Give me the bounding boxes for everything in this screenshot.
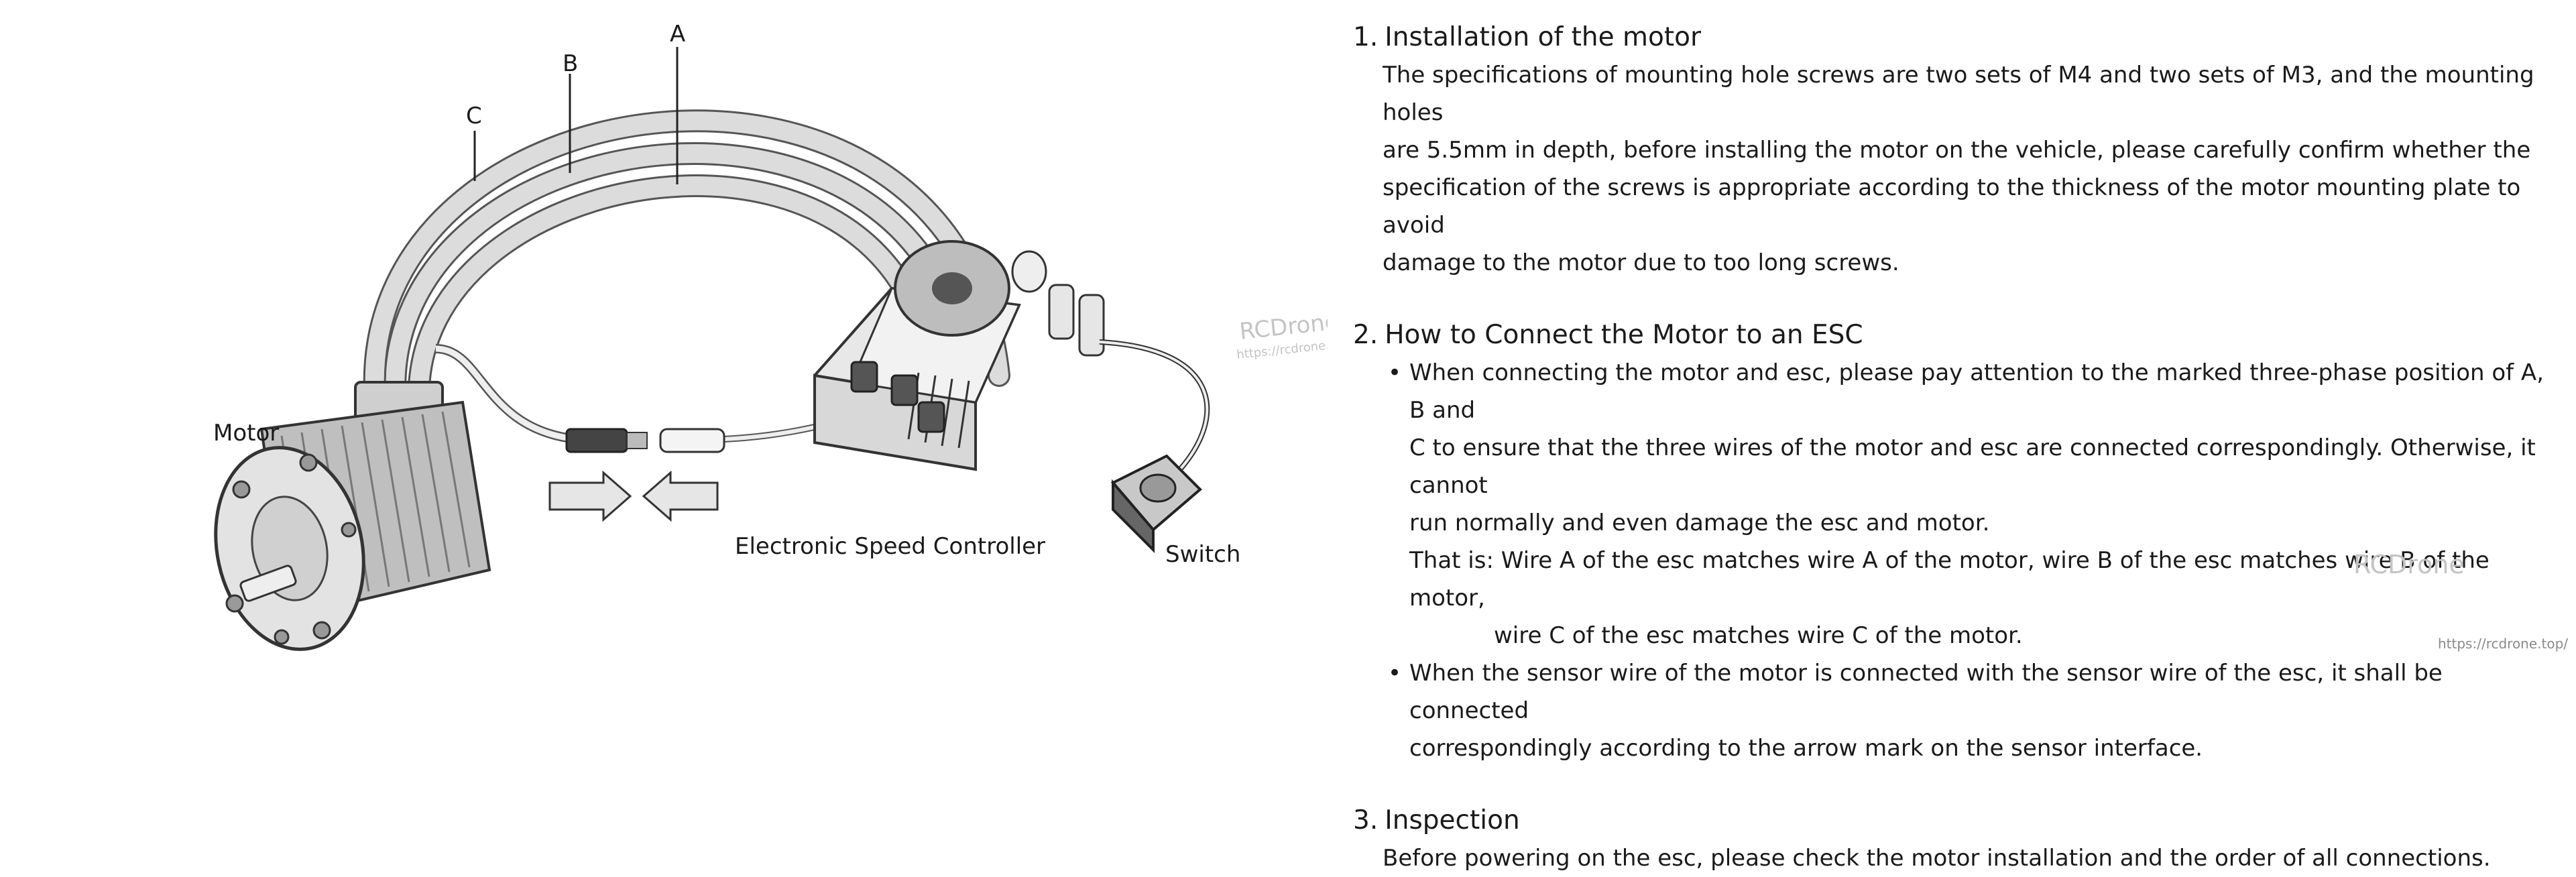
bullet-dot: •	[1388, 660, 1402, 687]
switch-illustration	[1099, 339, 1210, 553]
section-3-heading: Inspection	[1385, 805, 1520, 835]
section-1-line-1: The specifications of mounting hole scre…	[1383, 62, 2534, 126]
switch-label: Switch	[1165, 541, 1240, 568]
phase-wires	[363, 109, 1010, 414]
wire-label-a: A	[670, 21, 685, 48]
watermark-url: https://rcdrone.top/	[2438, 636, 2569, 652]
section-1-line-4: damage to the motor due to too long scre…	[1383, 249, 1899, 276]
section-2-bullet-1: • When connecting the motor and esc, plea…	[1388, 354, 2560, 429]
section-2-bullet-2: • When the sensor wire of the motor is co…	[1388, 654, 2560, 729]
section-1-line-3: specification of the screws is appropria…	[1383, 174, 2521, 239]
connect-arrows	[548, 470, 719, 522]
section-3-line-1: Before powering on the esc, please check…	[1383, 845, 2491, 872]
section-1-line-2: are 5.5mm in depth, before installing th…	[1383, 137, 2531, 164]
section-1-title: 1.Installation of the motor	[1353, 19, 2560, 56]
section-2-bullet-1-line-1: When connecting the motor and esc, pleas…	[1409, 359, 2544, 424]
section-2-bullet-1-line-2: C to ensure that the three wires of the …	[1409, 434, 2536, 499]
section-2-bullet-1-line-3: run normally and even damage the esc and…	[1409, 510, 1990, 536]
section-2-bullet-2-line-1: When the sensor wire of the motor is con…	[1409, 660, 2443, 724]
bullet-dot: •	[1388, 359, 1402, 386]
section-2-bullet-2-line-2: correspondingly according to the arrow m…	[1409, 735, 2203, 762]
manual-text: 1.Installation of the motor The specific…	[1353, 19, 2560, 877]
wire-label-b: B	[563, 50, 578, 77]
section-3-number: 3.	[1353, 805, 1379, 835]
section-2-that-is-line-1: That is: Wire A of the esc matches wire …	[1409, 547, 2490, 611]
esc-illustration	[813, 240, 1105, 471]
esc-label: Electronic Speed Controller	[735, 533, 1045, 560]
section-2-heading: How to Connect the Motor to an ESC	[1385, 320, 1863, 350]
section-2-number: 2.	[1353, 320, 1379, 350]
section-1-heading: Installation of the motor	[1385, 22, 1702, 52]
motor-illustration	[214, 381, 491, 651]
watermark-brand: RCDrone	[2353, 550, 2465, 579]
section-3-title: 3.Inspection	[1353, 802, 2560, 839]
motor-label: Motor	[213, 420, 279, 447]
section-1-number: 1.	[1353, 22, 1379, 52]
section-2-that-is-line-2: wire C of the esc matches wire C of the …	[1494, 622, 2023, 649]
motor-esc-wiring-diagram: A B C Motor Electronic Speed Controller …	[213, 21, 1328, 651]
section-2-title: 2.How to Connect the Motor to an ESC	[1353, 316, 2560, 354]
wire-label-c: C	[466, 103, 482, 129]
sensor-connectors	[565, 428, 725, 453]
wire-label-pointers	[473, 47, 679, 184]
